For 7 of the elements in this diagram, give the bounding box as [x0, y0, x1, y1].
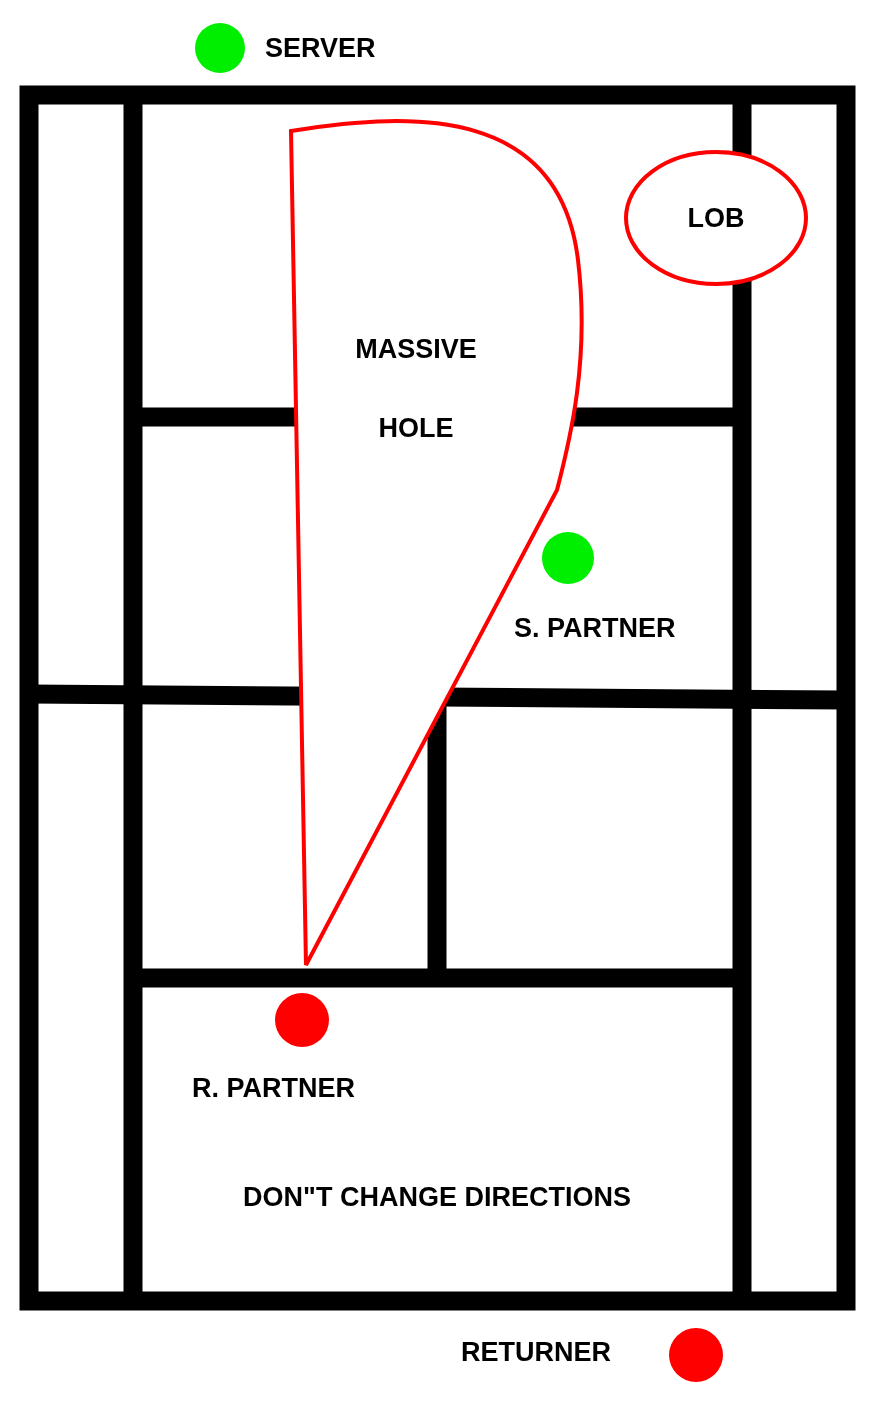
player-label: R. PARTNER — [192, 1072, 355, 1104]
player-label: RETURNER — [461, 1336, 611, 1368]
player-label: SERVER — [265, 32, 376, 64]
zone-label: LOB — [686, 202, 746, 234]
note-text: DON"T CHANGE DIRECTIONS — [242, 1181, 632, 1213]
zone-label: MASSIVE HOLE — [354, 333, 478, 445]
player-label: S. PARTNER — [514, 612, 677, 644]
